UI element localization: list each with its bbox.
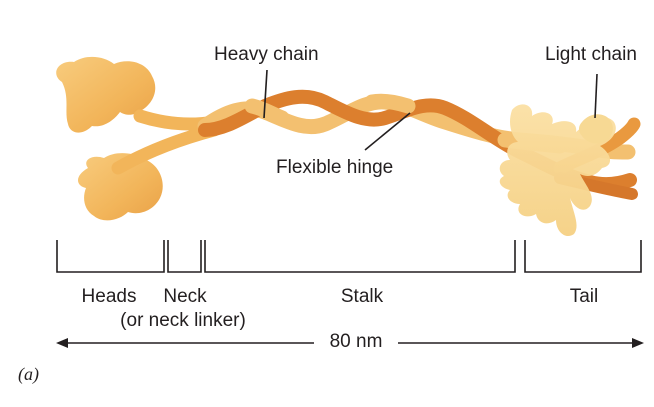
coil-overlap-1 <box>244 98 290 126</box>
bracket-stalk <box>204 240 516 273</box>
lower-head <box>78 153 163 221</box>
flexible-hinge-pointer <box>364 112 411 151</box>
scale-arrow-left <box>56 338 68 348</box>
heavy-chain-label: Heavy chain <box>214 44 319 65</box>
light-chain-pointer <box>594 73 598 119</box>
heavy-chain-pointer <box>263 69 268 119</box>
light-chain-blob <box>579 114 613 144</box>
region-tail-label: Tail <box>569 286 599 307</box>
region-brackets <box>56 240 642 273</box>
region-heads-label: Heads <box>81 286 137 307</box>
scale-bar <box>56 338 644 348</box>
light-chain-label: Light chain <box>545 44 637 65</box>
coil-overlap-2 <box>364 93 416 114</box>
lower-neck <box>111 123 221 175</box>
scale-length-label: 80 nm <box>329 331 383 352</box>
bracket-heads <box>56 240 165 273</box>
bracket-neck <box>167 240 202 273</box>
figure-label: (a) <box>18 364 39 384</box>
region-neck-label: Neck <box>163 286 207 307</box>
bracket-tail <box>524 240 642 273</box>
upper-head <box>56 56 156 133</box>
flexible-hinge-label: Flexible hinge <box>276 157 394 178</box>
region-stalk-label: Stalk <box>340 286 384 307</box>
scale-arrow-right <box>632 338 644 348</box>
region-neck-sublabel: (or neck linker) <box>120 310 246 331</box>
